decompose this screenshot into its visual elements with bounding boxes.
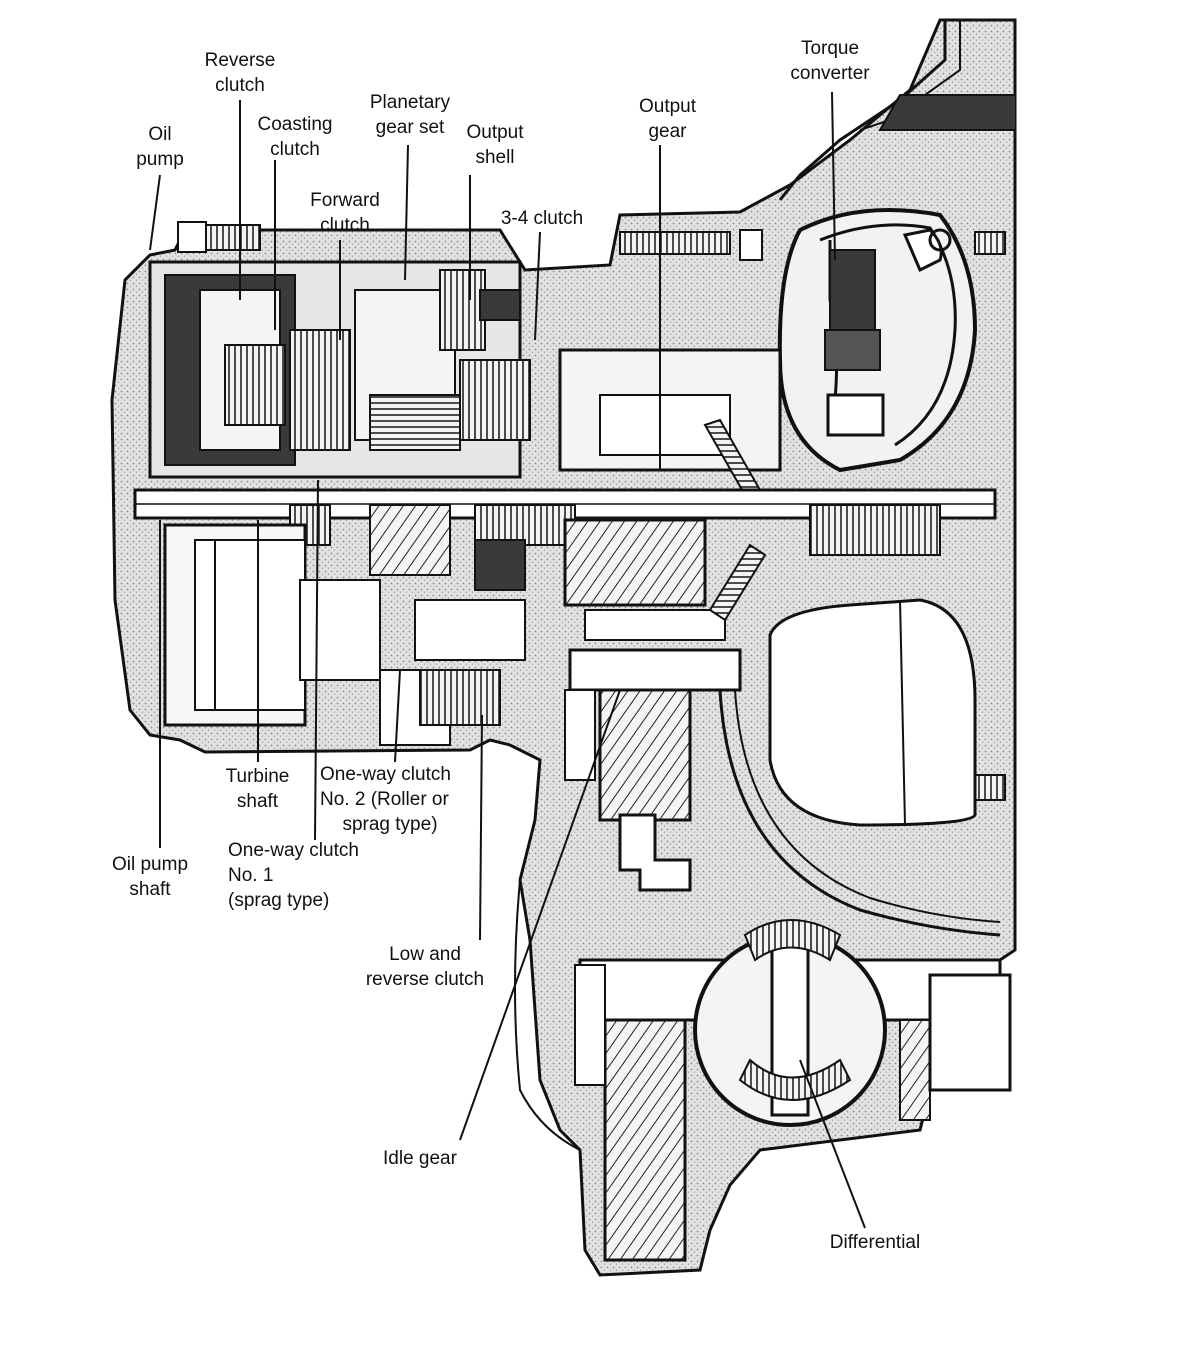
label-differential: Differential xyxy=(829,1232,921,1253)
label-low-and-reverse-clutch: Low and reverse clutch xyxy=(365,944,485,990)
label-oil-pump: Oil pump xyxy=(136,124,184,170)
main-shaft xyxy=(133,488,997,576)
label-torque-converter: Torque converter xyxy=(790,38,870,84)
label-idle-gear: Idle gear xyxy=(383,1148,457,1169)
label-planetary-gear-set: Planetary gear set xyxy=(369,92,451,138)
label-oil-pump-shaft: Oil pump shaft xyxy=(111,854,189,900)
label-3-4-clutch: 3-4 clutch xyxy=(500,208,584,229)
label-coasting-clutch: Coasting clutch xyxy=(257,114,333,160)
lower-converter-housing xyxy=(768,598,977,827)
transfer-gear-assembly xyxy=(563,518,767,822)
lower-left-assembly xyxy=(163,523,526,746)
label-output-gear: Output gear xyxy=(638,96,697,142)
leader-lines xyxy=(149,91,866,1229)
label-output-shell: Output shell xyxy=(466,122,524,168)
label-turbine-shaft: Turbine shaft xyxy=(225,766,290,812)
label-reverse-clutch: Reverse clutch xyxy=(204,50,276,96)
label-one-way-clutch-no-1: One-way clutch No. 1 (sprag type) xyxy=(228,840,359,911)
output-gear-region xyxy=(558,348,782,497)
clutch-packs xyxy=(148,260,531,479)
torque-converter-drawing xyxy=(777,208,978,473)
label-one-way-clutch-no-2: One-way clutch No. 2 (Roller or sprag ty… xyxy=(320,764,451,835)
label-forward-clutch: Forward clutch xyxy=(310,190,380,236)
differential-drawing xyxy=(574,919,1012,1262)
idle-gear-region xyxy=(514,689,1001,1151)
